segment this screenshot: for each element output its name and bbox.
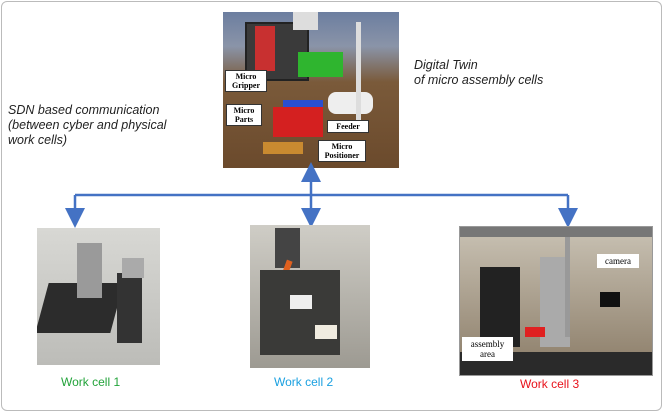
caption-line: of micro assembly cells	[414, 73, 544, 87]
caption-line: (between cyber and physical	[8, 118, 167, 132]
caption-line: SDN based communication	[8, 103, 160, 117]
micro-positioner-label: Micro Positioner	[318, 140, 366, 162]
work-cell-3-image: camera assembly area	[459, 226, 653, 376]
sdn-caption: SDN based communication (between cyber a…	[8, 103, 166, 148]
micro-gripper-label: Micro Gripper	[225, 70, 267, 92]
assembly-area-annotation: assembly area	[462, 337, 513, 361]
camera-annotation: camera	[597, 254, 639, 268]
work-cell-1-image	[37, 228, 160, 365]
work-cell-1-label: Work cell 1	[61, 375, 121, 389]
caption-line: work cells)	[8, 133, 68, 147]
work-cell-3-label: Work cell 3	[520, 377, 580, 391]
feeder-label: Feeder	[327, 120, 369, 133]
work-cell-2-label: Work cell 2	[274, 375, 334, 389]
work-cell-2-image	[250, 225, 370, 368]
digital-twin-image: Micro Gripper Micro Parts Feeder Micro P…	[223, 12, 399, 168]
micro-parts-label: Micro Parts	[226, 104, 262, 126]
digital-twin-caption: Digital Twin of micro assembly cells	[414, 58, 543, 88]
caption-line: Digital Twin	[414, 58, 478, 72]
